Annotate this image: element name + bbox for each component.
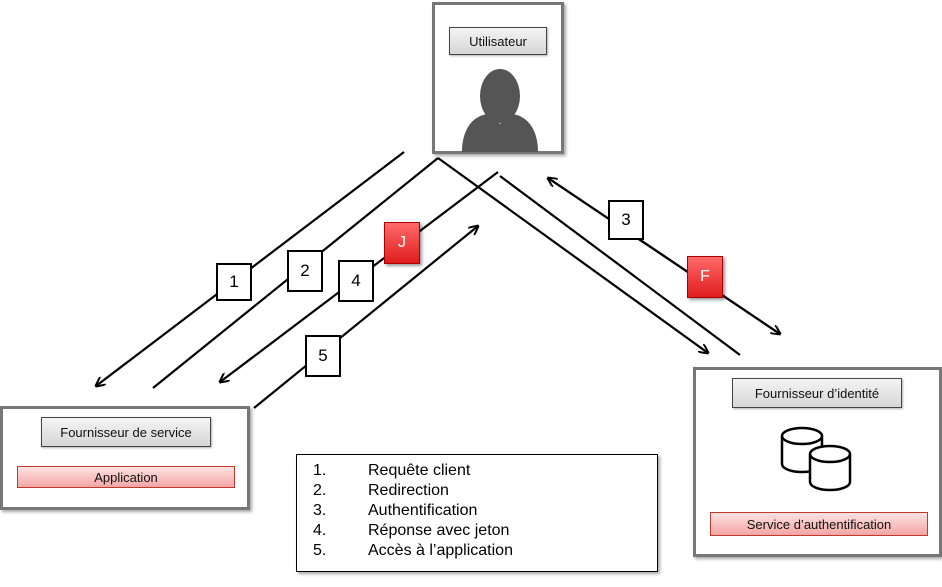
legend-item: 1. Requête client xyxy=(313,462,471,479)
step-4-box: 4 xyxy=(338,260,374,302)
legend-box: 1. Requête client 2. Redirection 3. Auth… xyxy=(296,454,658,572)
arrow-step-5 xyxy=(253,226,478,409)
user-icon xyxy=(462,69,538,152)
step-5-box: 5 xyxy=(305,335,341,377)
legend-item: 2. Redirection xyxy=(313,482,449,499)
token-tag-f: F xyxy=(687,256,723,298)
step-1-box: 1 xyxy=(216,263,252,301)
identity-provider-box: Fournisseur d’identité Service d’authent… xyxy=(693,367,942,557)
legend-item: 3. Authentification xyxy=(313,502,478,519)
token-tag-j: J xyxy=(384,222,420,264)
database-icon xyxy=(780,426,852,492)
service-provider-box: Fournisseur de service Application xyxy=(0,406,250,510)
arrow-redirect-idp xyxy=(437,157,708,353)
step-3-box: 3 xyxy=(608,200,644,240)
auth-service-label: Service d’authentification xyxy=(710,512,928,536)
arrow-auth-to-idp xyxy=(547,177,780,334)
arrow-step-3 xyxy=(499,175,741,356)
user-box: Utilisateur xyxy=(432,2,564,154)
service-provider-label: Fournisseur de service xyxy=(41,417,211,447)
legend-item: 4. Réponse avec jeton xyxy=(313,522,510,539)
identity-provider-label: Fournisseur d’identité xyxy=(732,378,902,408)
step-2-box: 2 xyxy=(287,250,323,292)
legend-item: 5. Accès à l’application xyxy=(313,542,513,559)
application-label: Application xyxy=(17,466,235,488)
user-label: Utilisateur xyxy=(449,27,547,55)
